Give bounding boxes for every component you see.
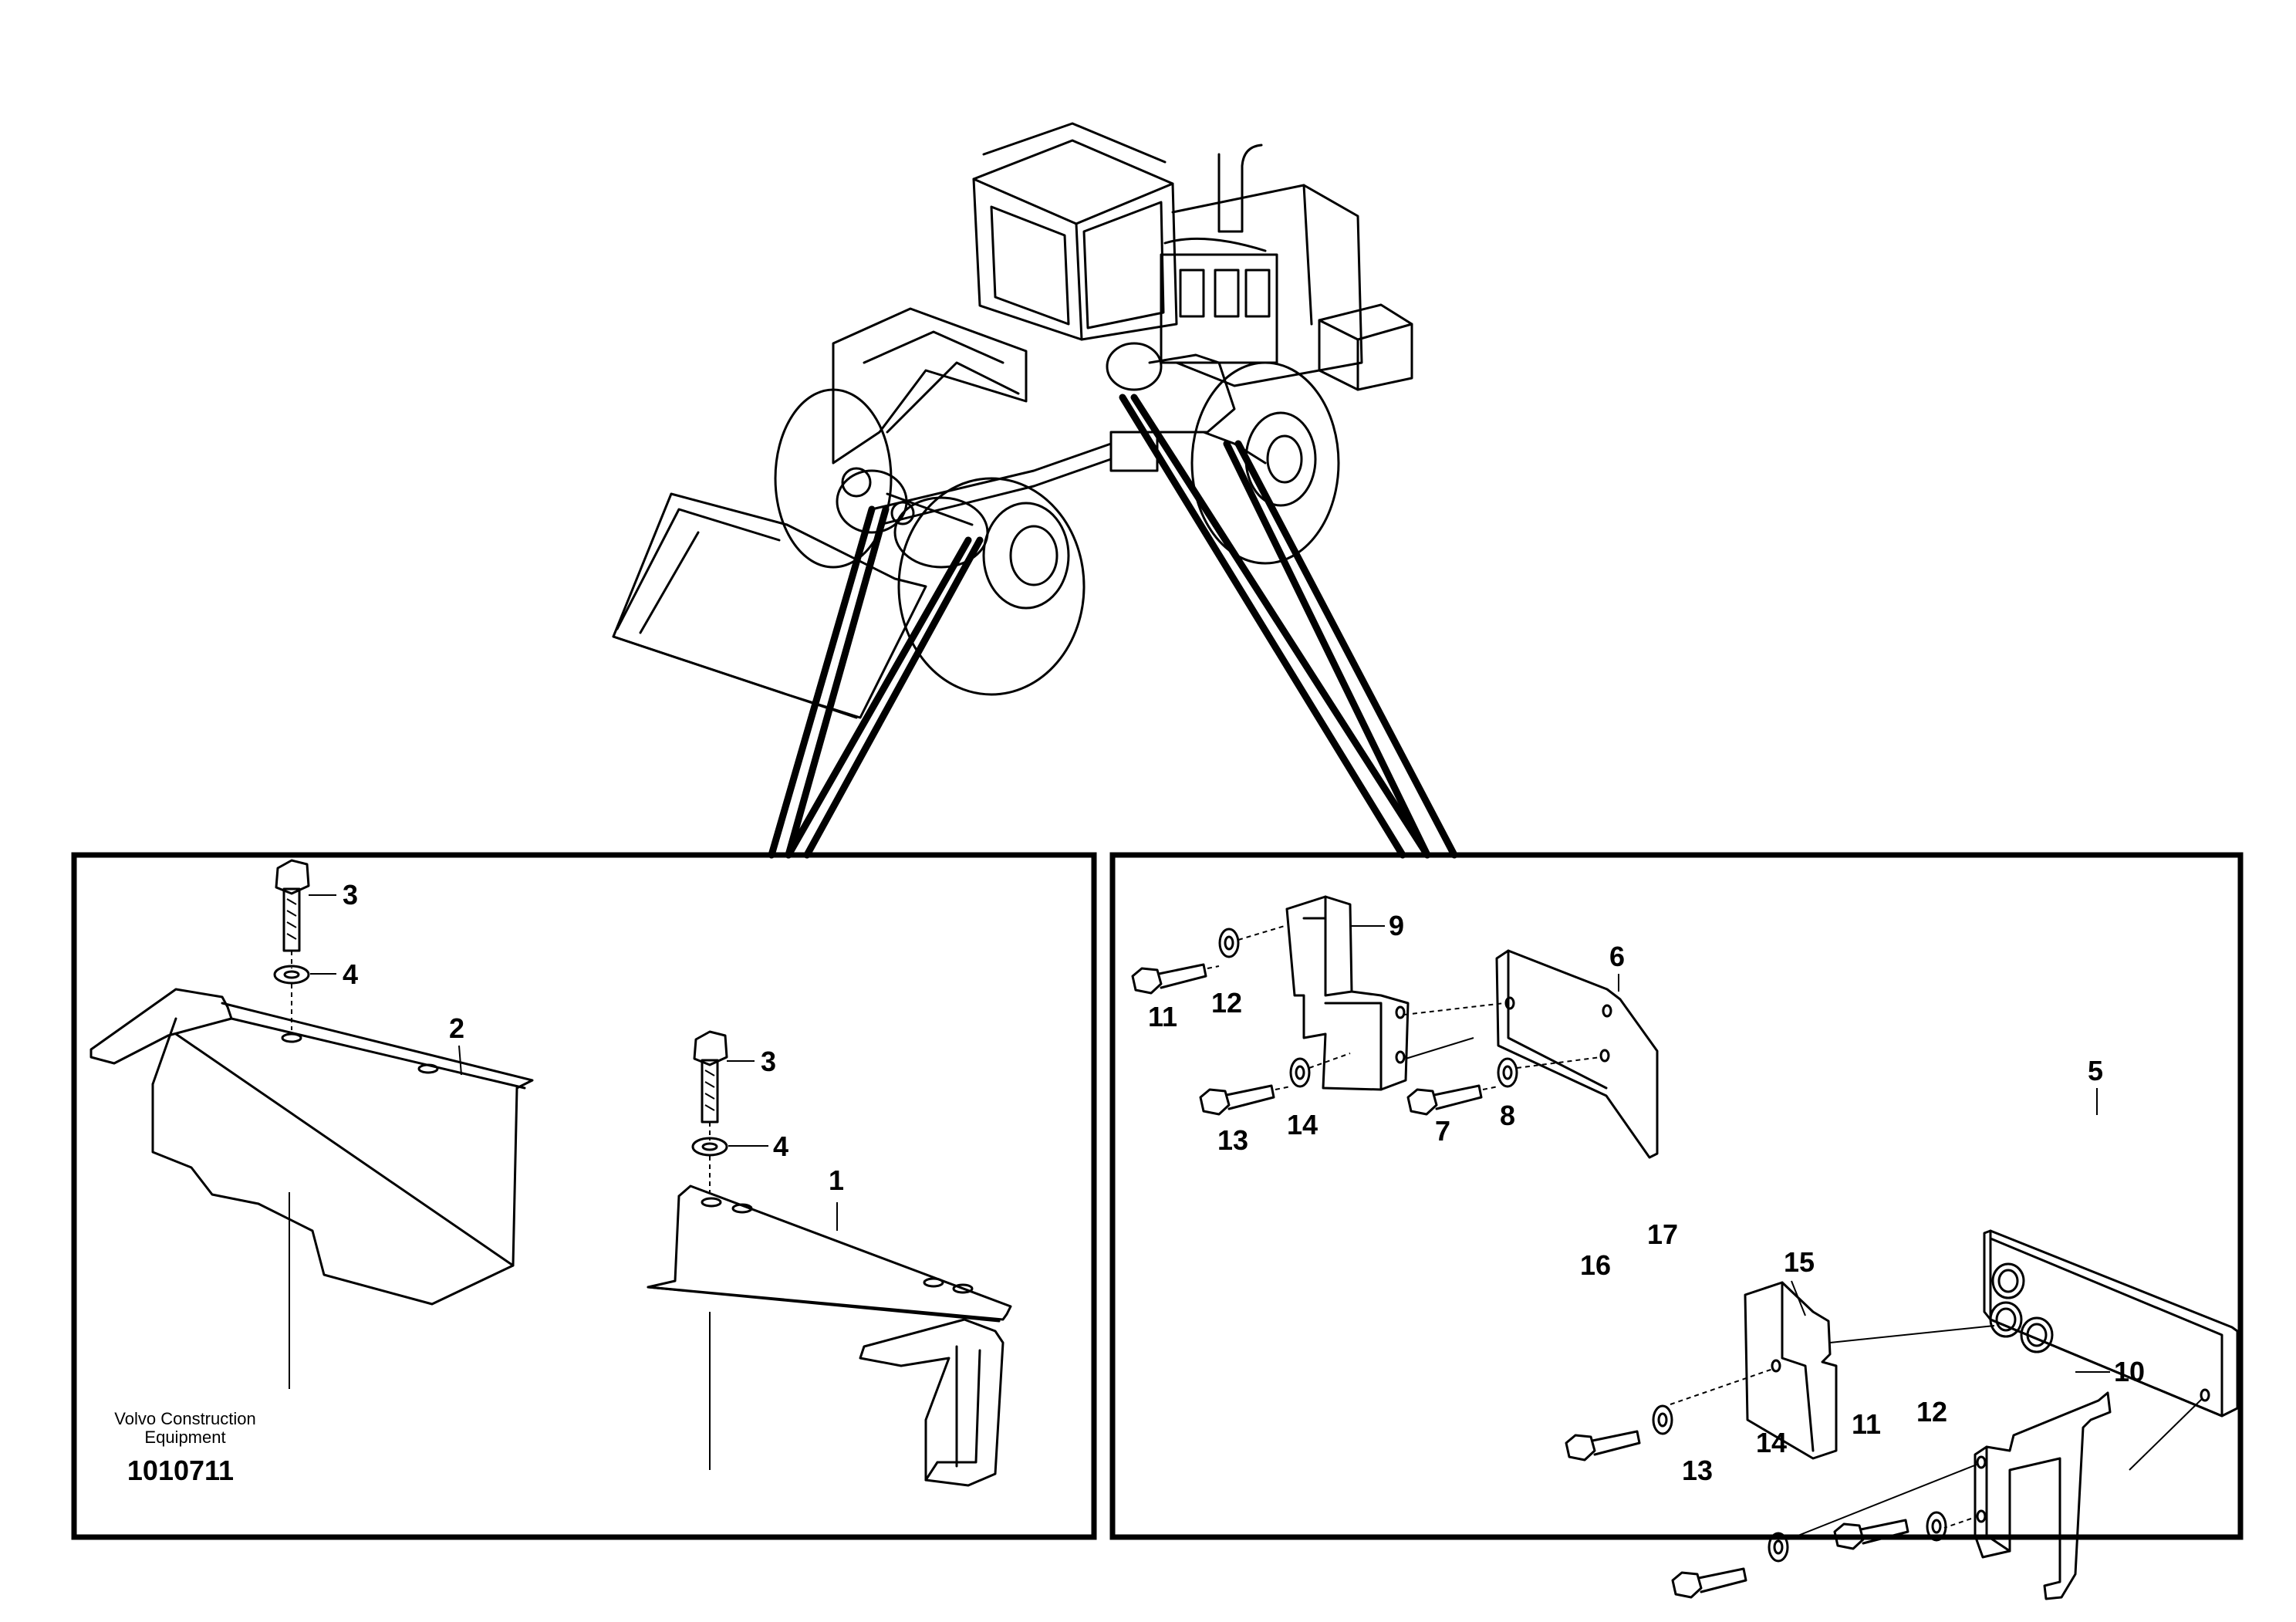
callout-15: 15 [1784, 1246, 1815, 1278]
wheel-loader-illustration [612, 122, 1413, 719]
callout-1: 1 [829, 1164, 844, 1196]
bolt-part-7 [1406, 1084, 1499, 1116]
left-callout-labels: 3 4 2 3 4 1 [309, 879, 844, 1231]
bolt-part-11-upper [1131, 963, 1220, 995]
callout-7: 7 [1435, 1115, 1450, 1147]
callout-11-upper: 11 [1148, 1001, 1177, 1032]
bolt-part-3-upper [275, 859, 310, 968]
callout-4-upper: 4 [343, 958, 358, 990]
washer-part-17 [1652, 1404, 1673, 1435]
callout-13-lower: 13 [1682, 1455, 1713, 1486]
document-number: 1010711 [127, 1455, 234, 1486]
cover-plate-part-2 [89, 988, 534, 1389]
bracket-part-1 [647, 1184, 1012, 1487]
washer-part-14-upper [1289, 1053, 1351, 1088]
callout-2: 2 [449, 1012, 464, 1044]
callout-6: 6 [1609, 941, 1625, 972]
callout-14-upper: 14 [1287, 1109, 1318, 1140]
washer-part-4-upper [273, 965, 310, 1030]
callout-11-lower: 11 [1852, 1408, 1881, 1440]
callout-13-upper: 13 [1217, 1124, 1248, 1156]
right-callout-labels: 9 6 11 12 13 14 7 8 5 15 16 17 10 13 14 … [1148, 910, 2145, 1486]
callout-5: 5 [2088, 1055, 2103, 1086]
callout-14-lower: 14 [1756, 1427, 1787, 1458]
callout-10: 10 [2114, 1356, 2145, 1387]
bracket-part-9 [1285, 895, 1505, 1091]
bolt-part-16 [1565, 1430, 1641, 1461]
plate-part-6 [1495, 949, 1659, 1159]
bolt-part-13-lower [1671, 1567, 1747, 1599]
washer-part-8 [1497, 1056, 1602, 1088]
washer-part-14-lower [1768, 1532, 1789, 1563]
leader-lines [768, 394, 1458, 859]
callout-12-lower: 12 [1916, 1396, 1947, 1428]
bolt-part-13-upper [1199, 1084, 1292, 1116]
bracket-part-10 [1788, 1391, 2112, 1600]
brand-line-2: Equipment [144, 1428, 225, 1447]
callout-9: 9 [1389, 910, 1404, 941]
right-detail-panel: 9 6 11 12 13 14 7 8 5 15 16 17 10 13 14 … [1109, 852, 2244, 1600]
washer-part-12-lower [1926, 1511, 1947, 1542]
callout-16: 16 [1580, 1249, 1611, 1281]
callout-8: 8 [1500, 1100, 1515, 1131]
callout-3-lower: 3 [761, 1046, 776, 1077]
brand-line-1: Volvo Construction [114, 1409, 255, 1428]
callout-4-lower: 4 [773, 1130, 788, 1162]
callout-3-upper: 3 [343, 879, 358, 911]
bracket-part-15 [1670, 1281, 1838, 1460]
plate-part-5 [1829, 1229, 2239, 1471]
washer-part-4-lower [691, 1137, 728, 1192]
callout-12-upper: 12 [1211, 987, 1242, 1019]
washer-part-12-upper [1218, 925, 1285, 958]
bolt-part-3-lower [693, 1030, 728, 1140]
left-detail-panel: 3 4 2 3 4 1 Volvo Construction Equipment… [71, 852, 1097, 1540]
callout-17: 17 [1647, 1218, 1678, 1250]
bolt-part-11-lower [1833, 1519, 1909, 1550]
